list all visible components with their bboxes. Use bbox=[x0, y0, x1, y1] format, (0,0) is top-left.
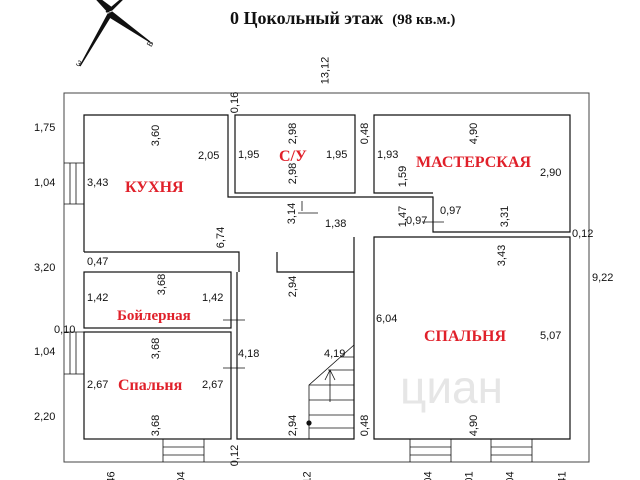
dim-right-total: 9,22 bbox=[592, 272, 614, 284]
dim-corr-294a: 2,94 bbox=[287, 275, 300, 298]
dim-work-048: 0,48 bbox=[359, 122, 372, 145]
dim-bath-top: 2,98 bbox=[287, 122, 300, 145]
dim-work-right: 2,90 bbox=[540, 167, 562, 179]
dim-corr-048: 0,48 bbox=[359, 414, 372, 437]
dim-bottom-0: 46 bbox=[105, 471, 118, 480]
dim-bed-bottom: 3,68 bbox=[150, 414, 163, 437]
dim-big-490: 4,90 bbox=[468, 414, 481, 437]
room-workshop: МАСТЕРСКАЯ bbox=[416, 154, 531, 171]
dim-boiler-right: 1,42 bbox=[202, 292, 224, 304]
dim-kitchen-left: 3,43 bbox=[87, 177, 109, 189]
dim-bottom-2: 0,12 bbox=[229, 444, 242, 467]
dim-kitchen-047: 0,47 bbox=[87, 256, 109, 268]
plan-title: 0 Цокольный этаж (98 кв.м.) bbox=[230, 8, 455, 29]
dim-bottom-5: 01 bbox=[463, 471, 476, 480]
dim-bottom-7: 41 bbox=[556, 471, 569, 480]
dim-corr-418: 4,18 bbox=[238, 348, 260, 360]
dim-work-331: 3,31 bbox=[499, 205, 512, 228]
dim-work-012: 0,12 bbox=[572, 228, 594, 240]
dim-boiler-top: 3,68 bbox=[156, 273, 169, 296]
room-bedroom-small: Спальня bbox=[118, 377, 183, 394]
dim-kitchen-top: 3,60 bbox=[150, 124, 163, 147]
dim-boiler-left: 1,42 bbox=[87, 292, 109, 304]
dim-left-175: 1,75 bbox=[34, 122, 56, 134]
dim-kitchen-674: 6,74 bbox=[215, 226, 228, 249]
watermark: циан bbox=[400, 361, 504, 413]
room-kitchen: КУХНЯ bbox=[125, 179, 184, 196]
dim-work-097b: 0,97 bbox=[440, 205, 462, 217]
dim-left-104a: 1,04 bbox=[34, 177, 56, 189]
dim-big-507: 5,07 bbox=[540, 330, 562, 342]
dim-left-220: 2,20 bbox=[34, 411, 56, 423]
dim-bed-right: 2,67 bbox=[202, 379, 224, 391]
dim-big-604: 6,04 bbox=[376, 313, 398, 325]
dim-left-104b: 1,04 bbox=[34, 346, 56, 358]
dim-kitchen-right: 2,05 bbox=[198, 150, 220, 162]
dim-work-097a: 0,97 bbox=[406, 215, 428, 227]
room-bedroom-big: СПАЛЬНЯ bbox=[424, 328, 507, 345]
dim-left-010: 0,10 bbox=[54, 324, 76, 336]
dim-top-016: 0,16 bbox=[229, 91, 242, 114]
dim-bath-bottom: 2,98 bbox=[287, 162, 300, 185]
dim-bed-top: 3,68 bbox=[150, 337, 163, 360]
dim-corr-294b: 2,94 bbox=[287, 414, 300, 437]
dim-bath-left: 1,95 bbox=[238, 149, 260, 161]
title-area: (98 кв.м.) bbox=[392, 12, 456, 28]
room-bathroom: С/У bbox=[279, 148, 307, 165]
dim-work-left: 1,93 bbox=[377, 149, 399, 161]
compass-icon bbox=[79, 0, 153, 67]
dim-corr-138: 1,38 bbox=[325, 218, 347, 230]
dim-corr-419: 4,19 bbox=[324, 348, 346, 360]
dim-top-total: 13,12 bbox=[319, 56, 332, 85]
dim-work-159: 1,59 bbox=[397, 165, 410, 188]
dim-bottom-4: 04 bbox=[422, 471, 435, 480]
dim-left-320: 3,20 bbox=[34, 262, 56, 274]
dim-bottom-1: 04 bbox=[175, 471, 188, 480]
dim-bath-right: 1,95 bbox=[326, 149, 348, 161]
dim-bed-left: 2,67 bbox=[87, 379, 109, 391]
dim-bottom-6: 04 bbox=[504, 471, 517, 480]
dim-big-343: 3,43 bbox=[496, 244, 509, 267]
dim-work-top: 4,90 bbox=[468, 122, 481, 145]
room-boiler: Бойлерная bbox=[117, 308, 191, 324]
dim-corr-314: 3,14 bbox=[286, 202, 299, 225]
dim-bottom-3: 12 bbox=[301, 471, 314, 480]
title-main: 0 Цокольный этаж bbox=[230, 8, 384, 28]
